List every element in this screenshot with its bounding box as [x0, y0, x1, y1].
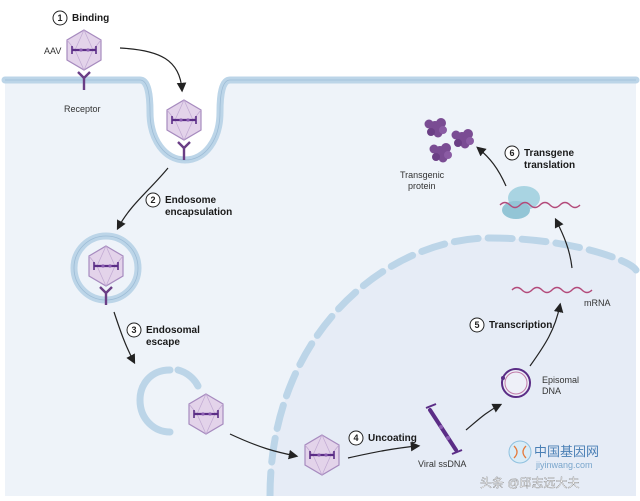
aav-capsid-icon: [165, 98, 203, 142]
aav-label: AAV: [44, 46, 61, 56]
viral-ssdna-icon: [425, 403, 463, 455]
arrow-to-escape: [113, 311, 136, 365]
step-badge: [348, 430, 364, 446]
step-title: translation: [524, 160, 575, 171]
endosome: [70, 232, 142, 307]
step-6-transgene-translation: 6 Transgene translation: [504, 145, 575, 171]
arrow-to-endosome: [116, 167, 169, 231]
step-title: Uncoating: [368, 433, 417, 444]
arrow-transcription: [529, 302, 564, 367]
site-logo-icon: [508, 440, 532, 464]
step-title: escape: [146, 337, 180, 348]
receptor-label: Receptor: [64, 104, 101, 114]
step-number: 1: [57, 13, 62, 23]
mrna-strand: [511, 286, 593, 294]
arrow-translation: [476, 146, 507, 187]
step-4-uncoating: 4 Uncoating: [348, 430, 417, 446]
arrow-to-episomal: [465, 403, 503, 431]
step-badge: [504, 145, 520, 161]
aav-capsid-icon: [65, 28, 103, 72]
nucleus: [266, 234, 640, 500]
step-title: Endosome: [165, 195, 217, 206]
step-number: 3: [131, 325, 136, 335]
step-5-transcription: 5 Transcription: [469, 317, 552, 333]
transgenic-protein-label: protein: [408, 181, 436, 191]
mrna-strand: [499, 201, 581, 209]
step-badge: [145, 192, 161, 208]
step-title: encapsulation: [165, 207, 232, 218]
viral-ssdna-label: Viral ssDNA: [418, 459, 466, 469]
arrow-uncoating: [347, 441, 421, 459]
transgenic-protein-label: Transgenic: [400, 170, 445, 180]
step-title: Transcription: [489, 320, 552, 331]
step-number: 2: [150, 195, 155, 205]
step-badge: [469, 317, 485, 333]
step-2-endosome-encapsulation: 2 Endosome encapsulation: [145, 192, 232, 218]
episomal-dna-label: Episomal: [542, 375, 579, 385]
mrna-label: mRNA: [584, 298, 611, 308]
author-watermark: 头条 @邱志远大夫: [480, 476, 580, 490]
endocytosis-pit: [165, 98, 203, 162]
episomal-dna-icon: [501, 368, 531, 398]
step-number: 6: [509, 148, 514, 158]
arrow-export: [554, 217, 573, 269]
arrow-binding-to-endocytosis: [119, 47, 187, 93]
ruptured-endosome: [136, 366, 202, 436]
step-title: Binding: [72, 13, 109, 24]
step-badge: [52, 10, 68, 26]
step-number: 4: [353, 433, 358, 443]
step-number: 5: [474, 320, 479, 330]
site-name: 中国基因网: [534, 444, 599, 459]
arrow-to-nucleus: [229, 433, 299, 460]
step-badge: [126, 322, 142, 338]
step-3-endosomal-escape: 3 Endosomal escape: [126, 322, 200, 348]
episomal-dna-label: DNA: [542, 386, 561, 396]
step-title: Transgene: [524, 148, 574, 159]
site-watermark: 中国基因网 jiyinwang.com 头条 @邱志远大夫: [480, 440, 599, 490]
site-url: jiyinwang.com: [535, 460, 593, 470]
ribosome-icon: [502, 186, 540, 219]
step-title: Endosomal: [146, 325, 200, 336]
step-1-binding: 1 Binding AAV Receptor: [44, 10, 109, 114]
